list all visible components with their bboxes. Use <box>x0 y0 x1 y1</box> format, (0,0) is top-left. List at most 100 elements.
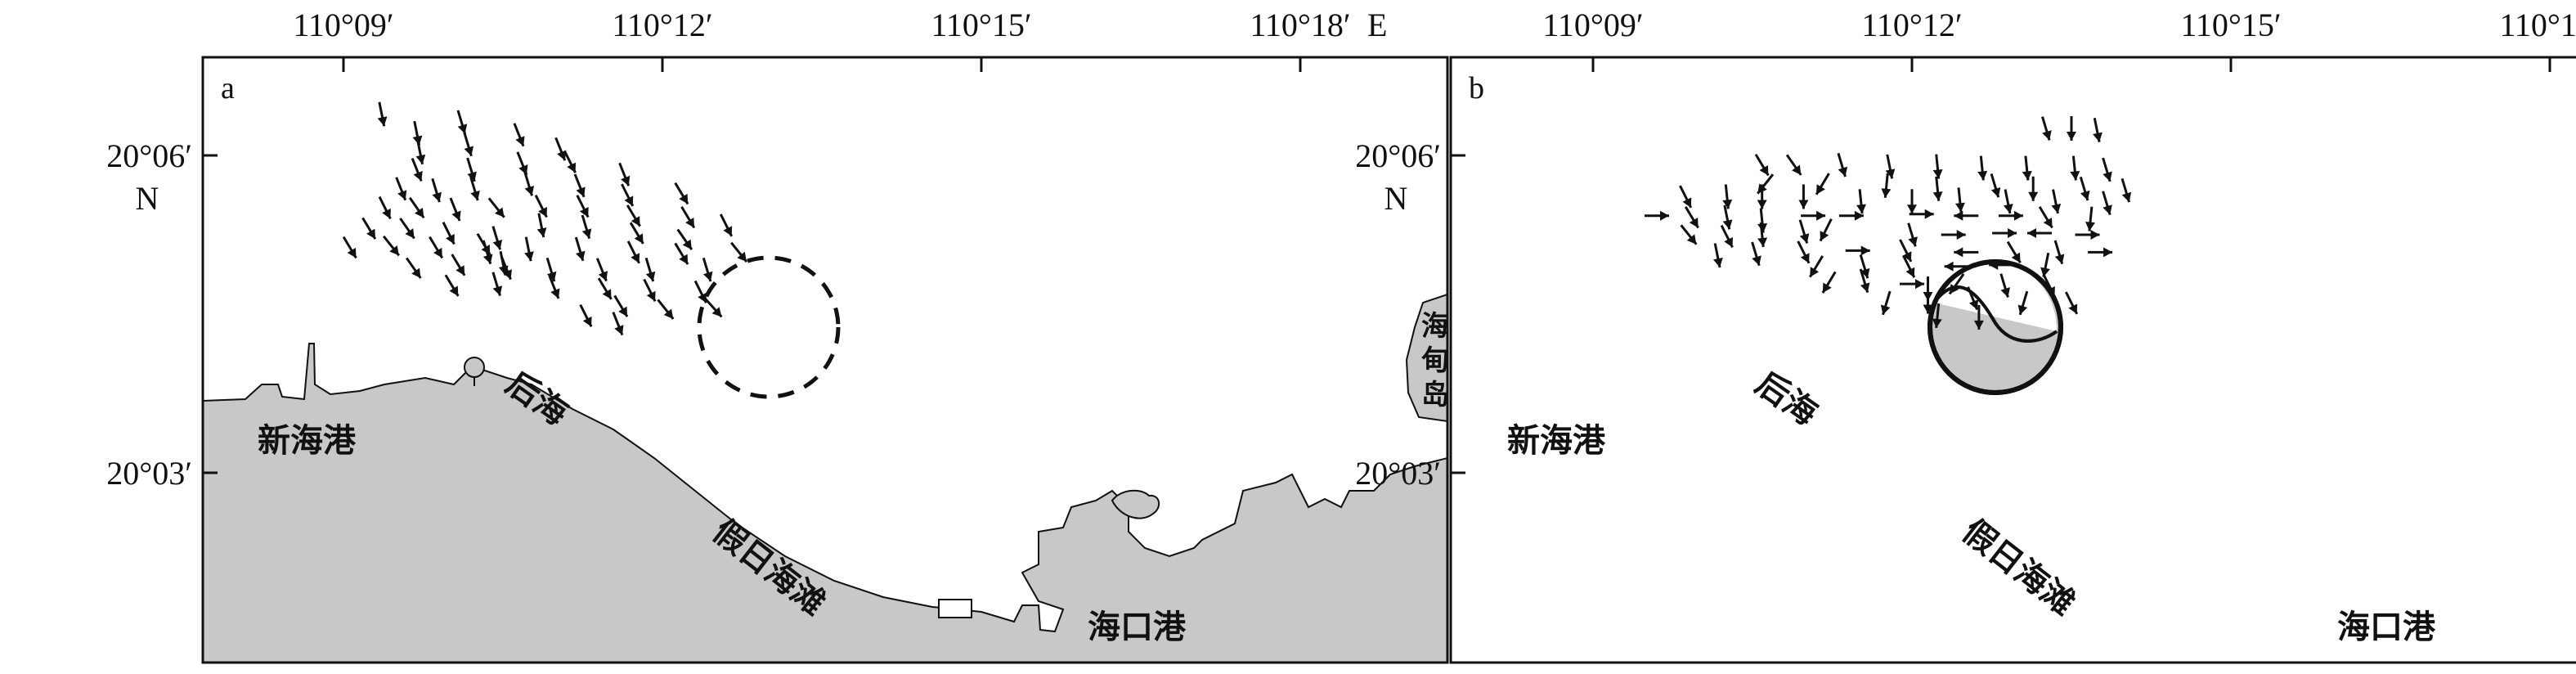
current-arrow-head <box>2008 228 2017 239</box>
current-arrow-head <box>492 285 503 296</box>
y-tick-a-1: 20°06′ <box>106 137 192 174</box>
current-arrow-head <box>1752 255 1761 266</box>
x-hemi-a: E <box>1367 7 1387 43</box>
current-arrow-head <box>1816 210 1826 221</box>
map-panel-a: a 新海港 后海 假日海滩 海口港 海 甸 岛 <box>201 56 1449 664</box>
current-arrow-head <box>2042 130 2052 141</box>
panel-frame <box>1449 56 2576 664</box>
current-arrow-head <box>1905 267 1915 278</box>
current-arrow-head <box>1798 200 1809 209</box>
current-arrow-head <box>645 271 656 282</box>
current-arrow-head <box>1689 218 1699 228</box>
current-arrow-head <box>1686 234 1697 245</box>
current-arrow-head <box>1838 166 1848 177</box>
current-arrow-head <box>1757 200 1767 209</box>
current-arrow-head <box>1722 199 1733 209</box>
current-arrow-head <box>1660 210 1669 221</box>
land-small-island <box>1111 489 1160 519</box>
current-arrow-head <box>538 206 547 218</box>
current-arrow-head <box>1949 283 1959 294</box>
current-arrow-head <box>2013 210 2023 221</box>
x-tick-b-3: 110°15′ <box>2180 7 2281 43</box>
current-arrow-head <box>1908 236 1918 247</box>
current-arrow-head <box>515 136 525 146</box>
current-arrow-head <box>1800 253 1810 263</box>
axis-labels: 110°09′ 110°12′ 110°15′ 110°18′ E 110°09… <box>106 7 2576 492</box>
current-arrow-head <box>2085 221 2095 231</box>
label-haidian-1: 海 <box>1421 310 1449 343</box>
current-arrow-head <box>464 146 473 156</box>
land-haidian-island <box>1405 293 1447 423</box>
current-arrow-head <box>2051 204 2062 213</box>
current-arrow-head <box>2068 303 2078 314</box>
current-arrow-head <box>1954 202 1965 213</box>
current-arrow-head <box>377 116 388 127</box>
current-arrow-head <box>1757 237 1768 247</box>
label-haidian-2: 甸 <box>1421 344 1449 377</box>
current-arrow-head <box>2003 204 2013 213</box>
current-arrow-head <box>1973 320 1984 330</box>
current-arrow-head <box>576 186 586 197</box>
x-tick-b-1: 110°09′ <box>1542 7 1643 43</box>
current-arrow-head <box>1923 304 1933 314</box>
current-arrow-head <box>415 154 426 164</box>
current-arrow-head <box>646 290 656 302</box>
current-arrow-head <box>492 239 503 250</box>
current-arrow-head <box>456 265 465 276</box>
current-arrow-head <box>598 271 608 281</box>
panel-frame <box>201 56 1449 664</box>
current-arrow-head <box>413 170 423 182</box>
current-arrow-head <box>621 175 631 186</box>
current-arrow-head <box>1713 257 1723 267</box>
current-arrow-head <box>550 288 560 299</box>
current-arrow-head <box>1799 233 1810 244</box>
y-tick-b-1: 20°06′ <box>1355 137 1441 174</box>
current-arrow-head <box>698 292 707 303</box>
current-arrow-head <box>2022 170 2032 181</box>
current-arrow-head <box>1924 209 1934 219</box>
current-arrow-head <box>366 228 375 240</box>
current-arrow-head <box>2070 170 2080 181</box>
current-arrow-head <box>495 207 505 218</box>
current-arrow-head <box>1954 247 1963 258</box>
current-arrow-head <box>1885 168 1896 179</box>
panel-b-ticks <box>1451 57 2551 474</box>
current-arrow-head <box>1820 231 1829 241</box>
current-arrow-head <box>2043 218 2053 228</box>
current-arrow-head <box>1954 210 1963 221</box>
land-mainland <box>203 343 1447 663</box>
current-arrow-head <box>1860 245 1870 256</box>
current-arrow-head <box>536 227 547 238</box>
current-arrow-head <box>1977 170 1988 181</box>
current-arrow-head <box>1932 191 1943 201</box>
current-arrow-head <box>2080 190 2090 201</box>
current-arrow-head <box>581 228 592 239</box>
current-arrow-head <box>1810 267 1820 277</box>
current-arrow-head <box>382 208 391 219</box>
current-arrow-head <box>2090 230 2100 240</box>
current-arrow-head <box>1989 259 1999 270</box>
current-arrow-head <box>2017 304 2028 315</box>
label-haidian-3: 岛 <box>1421 379 1449 411</box>
x-tick-a-4: 110°18′ <box>1250 7 1350 43</box>
current-arrow-head <box>482 254 493 264</box>
current-arrow-head <box>2040 267 2050 277</box>
x-tick-a-3: 110°15′ <box>931 7 1031 43</box>
current-arrows-a <box>342 101 748 336</box>
current-arrow-head <box>467 171 477 182</box>
pier-marker <box>938 599 972 618</box>
current-arrow-head <box>614 325 624 335</box>
current-arrow-head <box>631 253 640 263</box>
x-tick-a-2: 110°12′ <box>612 7 712 43</box>
current-arrow-head <box>1759 164 1769 176</box>
label-xinhaigang: 新海港 <box>1507 422 1606 460</box>
current-arrow-head <box>2103 171 2112 182</box>
x-tick-b-4: 110°18′ <box>2499 7 2576 43</box>
current-arrow-head <box>1724 236 1733 248</box>
current-arrow-head <box>546 271 557 282</box>
current-arrow-head <box>634 233 644 244</box>
current-arrow-head <box>703 271 713 282</box>
current-arrow-head <box>579 206 589 218</box>
current-arrow-head <box>397 190 407 200</box>
